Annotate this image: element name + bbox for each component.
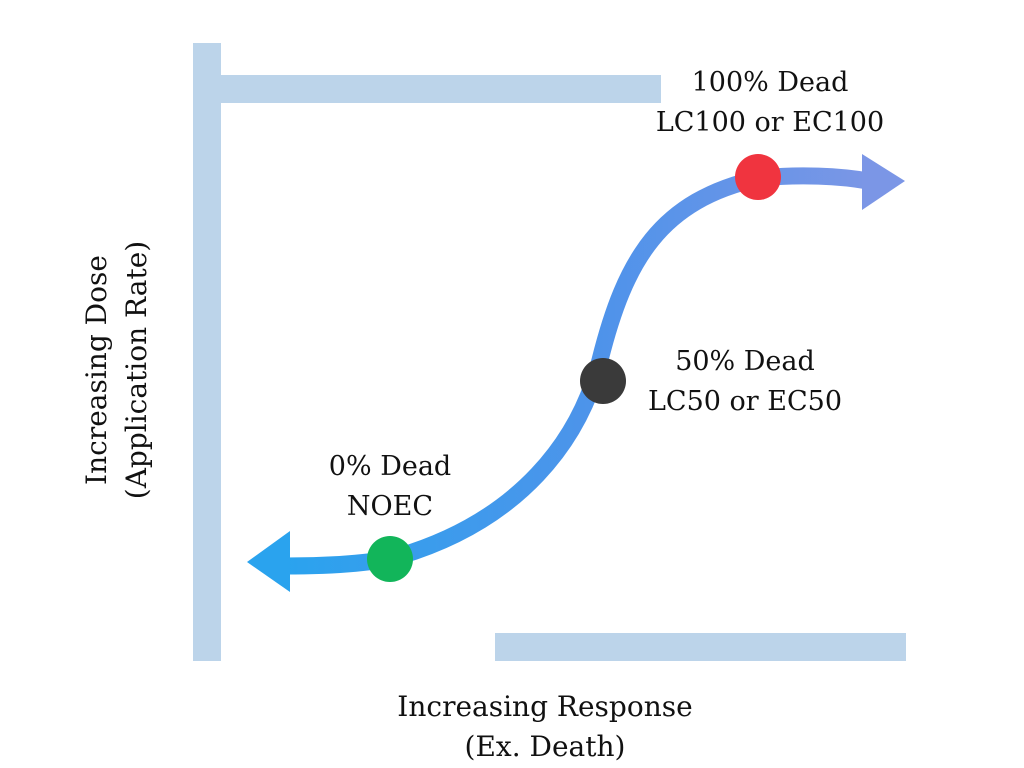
lc50-label: 50% Dead LC50 or EC50: [630, 342, 860, 422]
bottom-horizontal-bar: [495, 633, 906, 661]
noec-point: [367, 536, 413, 582]
vertical-axis-bar: [193, 43, 221, 661]
lc50-label-line2: LC50 or EC50: [648, 386, 842, 417]
noec-label: 0% Dead NOEC: [290, 447, 490, 527]
top-horizontal-bar: [221, 75, 661, 103]
y-axis-label-line2: (Application Rate): [120, 240, 153, 500]
left-arrowhead: [247, 531, 290, 592]
lc100-label-line2: LC100 or EC100: [655, 107, 885, 138]
lc100-point: [735, 154, 781, 200]
lc50-point: [580, 358, 626, 404]
lc100-label: 100% Dead LC100 or EC100: [650, 63, 890, 143]
noec-label-line2: NOEC: [346, 491, 434, 522]
noec-label-line1: 0% Dead: [328, 451, 452, 482]
y-axis-label: Increasing Dose (Application Rate): [77, 150, 157, 590]
lc100-label-line1: 100% Dead: [691, 67, 849, 98]
lc50-label-line1: 50% Dead: [675, 346, 815, 377]
right-arrowhead: [862, 154, 905, 210]
x-axis-label: Increasing Response (Ex. Death): [345, 687, 745, 767]
x-axis-label-line1: Increasing Response: [397, 690, 693, 723]
y-axis-label-line1: Increasing Dose: [80, 255, 113, 485]
x-axis-label-line2: (Ex. Death): [464, 730, 626, 763]
